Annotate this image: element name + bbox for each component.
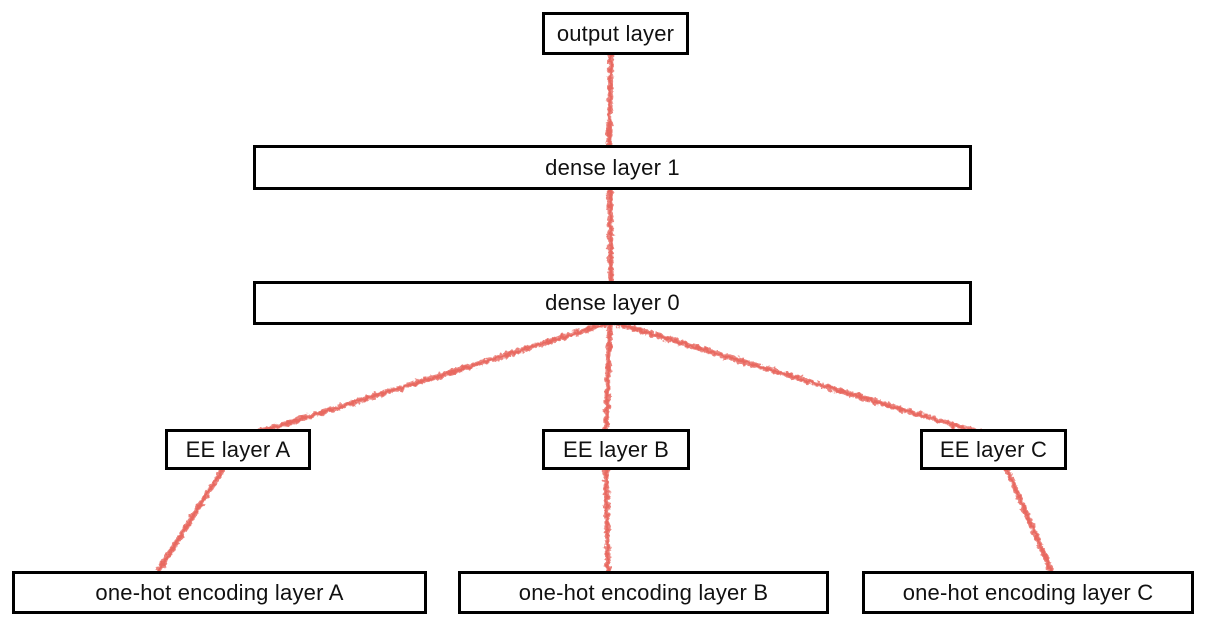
edge-core bbox=[154, 465, 226, 577]
node-dense-layer-0: dense layer 0 bbox=[253, 281, 972, 325]
node-label: one-hot encoding layer B bbox=[518, 579, 769, 605]
node-onehot-encoding-layer-a: one-hot encoding layer A bbox=[12, 571, 427, 614]
node-label: dense layer 1 bbox=[545, 154, 680, 180]
node-output-layer: output layer bbox=[542, 12, 689, 55]
edge-core bbox=[604, 465, 610, 577]
node-label: one-hot encoding layer A bbox=[95, 579, 344, 605]
node-ee-layer-c: EE layer C bbox=[920, 429, 1067, 470]
edge-core bbox=[604, 320, 612, 435]
edge-core bbox=[608, 185, 613, 287]
node-label: EE layer B bbox=[563, 436, 669, 462]
node-label: one-hot encoding layer C bbox=[902, 579, 1154, 605]
edge-core bbox=[607, 48, 613, 152]
node-ee-layer-a: EE layer A bbox=[165, 429, 311, 470]
node-label: EE layer C bbox=[939, 436, 1048, 462]
node-label: output layer bbox=[556, 20, 675, 46]
node-label: EE layer A bbox=[185, 436, 291, 462]
edge-core bbox=[610, 320, 982, 435]
node-label: dense layer 0 bbox=[545, 290, 680, 315]
node-onehot-encoding-layer-c: one-hot encoding layer C bbox=[862, 571, 1194, 614]
edge-core bbox=[1004, 465, 1055, 577]
edge-core bbox=[254, 320, 614, 435]
node-ee-layer-b: EE layer B bbox=[542, 429, 690, 470]
node-onehot-encoding-layer-b: one-hot encoding layer B bbox=[458, 571, 829, 614]
node-dense-layer-1: dense layer 1 bbox=[253, 145, 972, 190]
